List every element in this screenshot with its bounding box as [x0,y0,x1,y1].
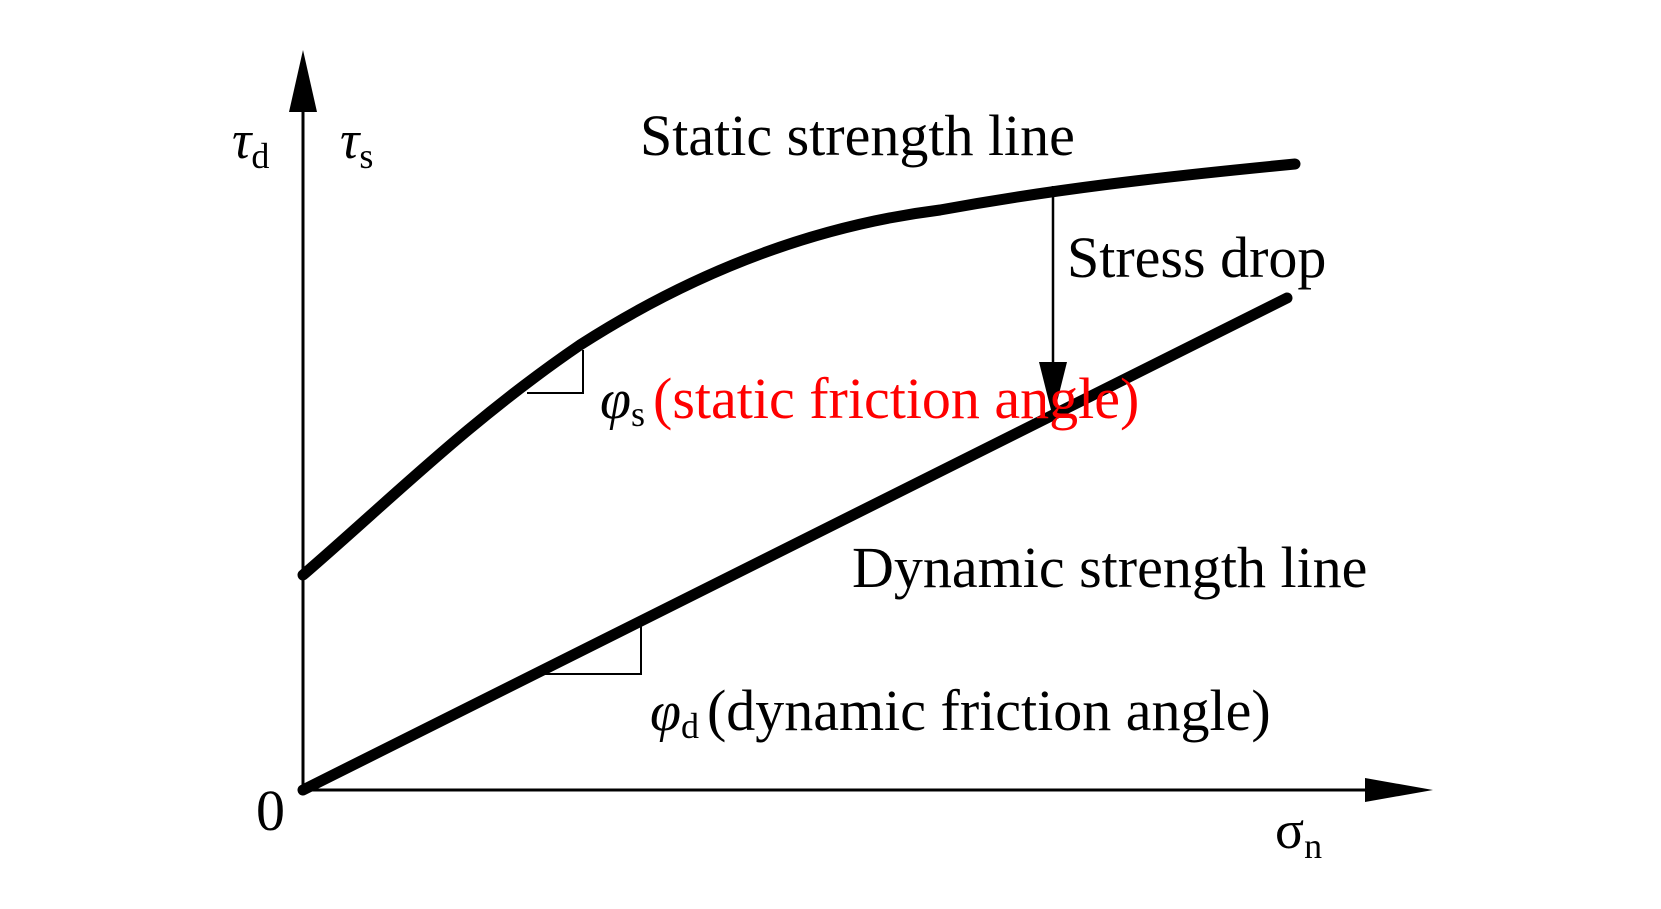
y-axis-arrowhead [289,50,317,112]
y-axis-label-static: τs [340,110,373,176]
origin-label: 0 [256,778,285,843]
dynamic-friction-angle-label: φd(dynamic friction angle) [650,678,1271,746]
x-axis-arrowhead [1365,778,1433,802]
static-strength-label: Static strength line [640,103,1075,168]
dynamic-strength-line [297,292,1293,796]
x-axis-label: σn [1275,800,1322,866]
stress-drop-arrowhead [1039,362,1067,418]
static-angle-marker [527,350,584,394]
static-friction-angle-label: φs(static friction angle) [600,366,1139,434]
static-strength-line [297,158,1301,581]
stress-drop-label: Stress drop [1067,225,1326,290]
dynamic-strength-label: Dynamic strength line [852,535,1367,600]
y-axis-label-dynamic: τd [232,110,269,176]
dynamic-angle-marker [545,625,642,675]
